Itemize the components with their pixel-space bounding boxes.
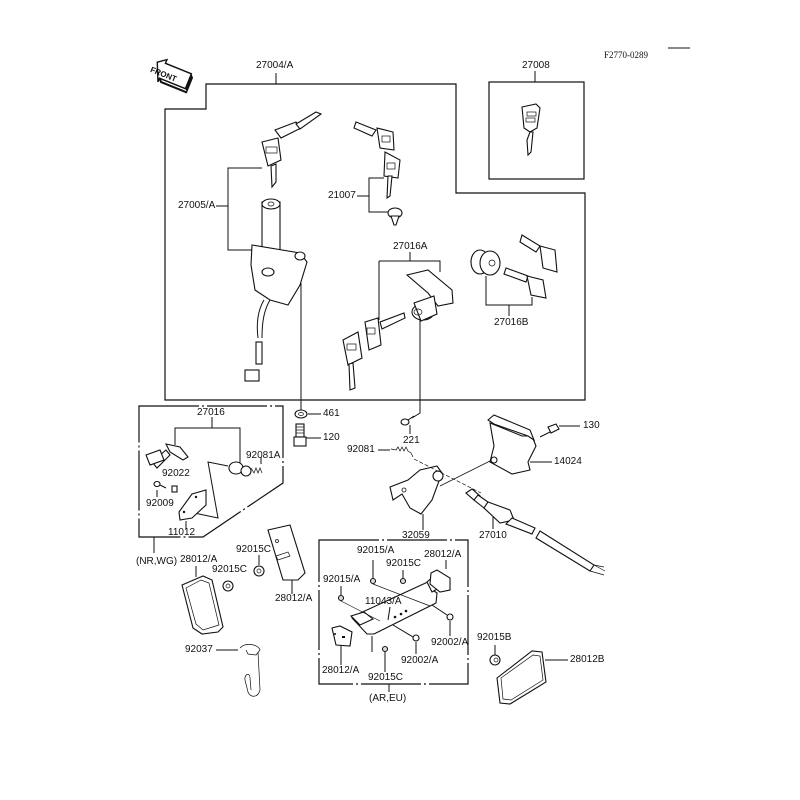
screw-92009-icon [153, 480, 167, 489]
nut-92015c-a-icon [253, 565, 265, 577]
fuel-cap-keys-icon [353, 121, 401, 200]
reflector-28012b-icon [496, 650, 547, 705]
ar-nut-92015a-left-icon [337, 594, 345, 602]
ignition-keys-icon [261, 111, 323, 189]
label-screw-221: 221 [403, 435, 420, 446]
label-plate-11012: 11012 [168, 527, 196, 538]
label-cable-27010: 27010 [479, 530, 507, 541]
label-ar-bolt-92002a-right: 92002/A [431, 637, 469, 648]
label-bolt-130: 130 [583, 420, 600, 431]
ar-nut-92015a-top-icon [369, 577, 377, 585]
ar-reflector-bottom-icon [331, 625, 353, 647]
label-clip-92037: 92037 [185, 644, 213, 655]
helmet-lock-icon [470, 249, 501, 276]
label-ar-eu-note: (AR,EU) [369, 693, 407, 704]
spring-92081-icon [390, 446, 414, 458]
reflector-rear-icon [267, 524, 306, 581]
label-main-kit: 27004/A [256, 60, 294, 71]
label-fuel-cap-lock: 21007 [328, 190, 356, 201]
ar-bolt-92002a-right-icon [431, 604, 454, 621]
label-nut-92015c-b: 92015C [212, 564, 248, 575]
label-spring-92081: 92081 [347, 444, 375, 455]
helmet-lock-keys-icon [503, 234, 558, 299]
lock-27016-keys-icon [145, 443, 189, 469]
label-collar-92022: 92022 [162, 468, 190, 479]
label-nut-92015c-a: 92015C [236, 544, 272, 555]
seat-lock-keys-icon [342, 312, 406, 391]
ar-nut-92015c-top-icon [399, 577, 407, 585]
label-key-blank: 27008 [522, 60, 550, 71]
nut-92015b-icon [489, 654, 501, 666]
label-spring-92081a: 92081A [246, 450, 281, 461]
label-ar-bolt-92002a-bottom: 92002/A [401, 655, 439, 666]
reference-code: F2770-0289 [604, 50, 649, 60]
label-reflector-28012b: 28012B [570, 654, 605, 665]
label-lock-27016: 27016 [197, 407, 225, 418]
washer-icon [294, 409, 308, 419]
label-stay-32059: 32059 [402, 530, 430, 541]
nut-92015c-b-icon [222, 580, 234, 592]
front-arrow-icon [156, 58, 194, 94]
bolt-120-icon [293, 423, 307, 447]
label-screw-92009: 92009 [146, 498, 174, 509]
nr-wg-boundary [138, 405, 284, 538]
key-blank-box [488, 81, 585, 180]
fuel-cap-lock-cylinder-icon [387, 207, 403, 226]
key-blank-icon [521, 103, 541, 157]
bracket-14024-icon [487, 414, 537, 475]
label-ar-nut-92015c-bottom: 92015C [368, 672, 404, 683]
label-ar-bracket: 11043/A [365, 596, 402, 607]
label-ar-nut-92015a-left: 92015/A [323, 574, 361, 585]
lock-cylinder-27016-icon [228, 461, 263, 477]
label-reflector-left: 28012/A [180, 554, 218, 565]
seat-lock-icon [405, 269, 454, 322]
label-ar-reflector-top: 28012/A [424, 549, 462, 560]
screw-221-icon [400, 415, 415, 426]
clip-92037-icon [239, 644, 261, 697]
cable-27010-icon [465, 488, 606, 576]
label-bolt-120: 120 [323, 432, 340, 443]
label-bracket-14024: 14024 [554, 456, 582, 467]
label-ar-reflector-bottom: 28012/A [322, 665, 360, 676]
label-reflector-rear: 28012/A [275, 593, 313, 604]
ignition-switch-icon [244, 198, 308, 382]
label-washer: 461 [323, 408, 340, 419]
ar-nut-92015c-bottom-icon [381, 645, 389, 653]
label-nut-92015b: 92015B [477, 632, 512, 643]
reflector-left-icon [181, 575, 224, 635]
plate-11012-icon [178, 489, 207, 521]
label-seat-lock: 27016A [393, 241, 428, 252]
label-nr-wg-note: (NR,WG) [136, 556, 178, 567]
bolt-130-icon [539, 423, 560, 438]
label-ignition-switch: 27005/A [178, 200, 216, 211]
ar-eu-boundary [318, 539, 469, 685]
collar-92022-icon [171, 485, 178, 493]
ar-reflector-top-icon [429, 569, 451, 593]
ar-bolt-92002a-bottom-icon [392, 624, 420, 642]
stay-32059-icon [389, 465, 444, 515]
label-ar-nut-92015a-top: 92015/A [357, 545, 395, 556]
main-kit-boundary [164, 83, 586, 401]
label-helmet-lock: 27016B [494, 317, 529, 328]
label-ar-nut-92015c-top: 92015C [386, 558, 422, 569]
